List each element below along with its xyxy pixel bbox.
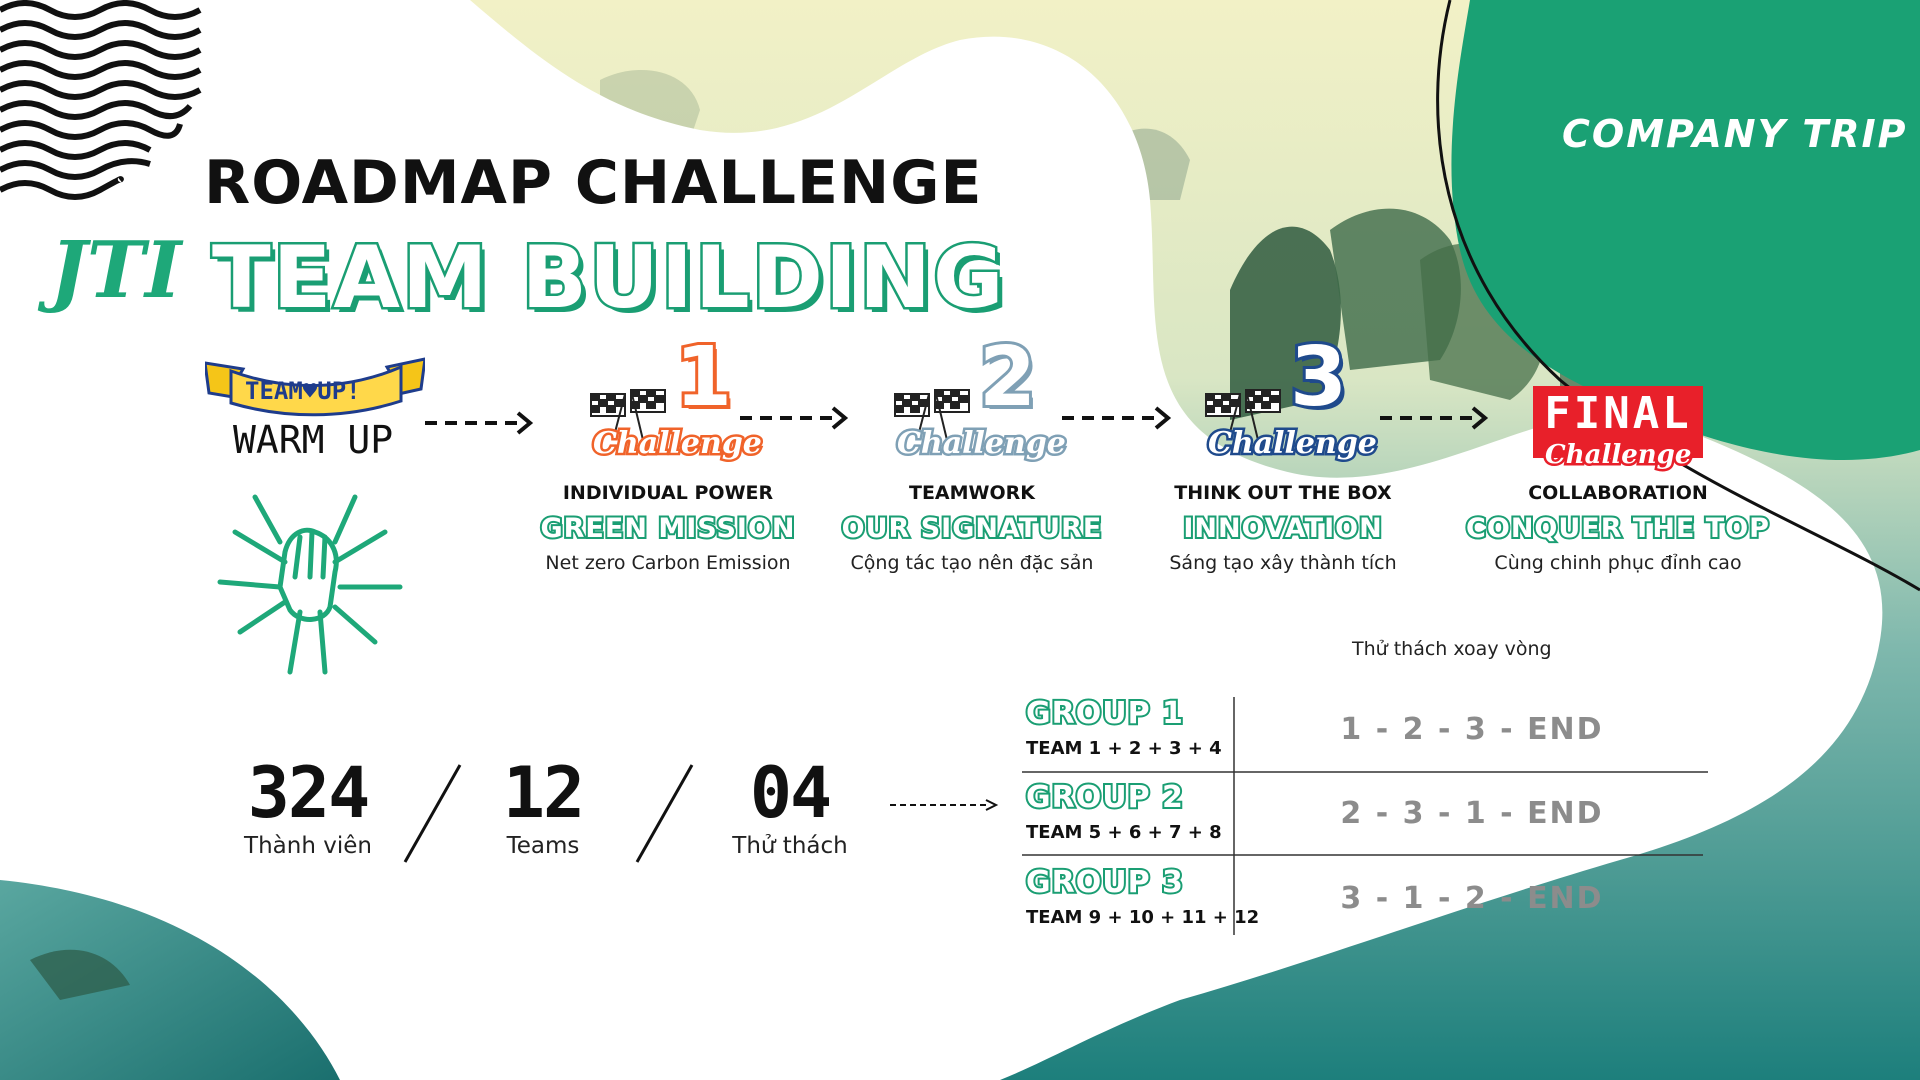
stage-description: Cộng tác tạo nên đặc sản (850, 552, 1094, 574)
rotation-row: GROUP 3 TEAM 9 + 10 + 11 + 12 3 - 1 - 2 - … (1022, 863, 1708, 943)
checkered-flag-icon (1533, 386, 1703, 458)
stat-label: Teams (506, 833, 580, 859)
group-name: GROUP 1 (1024, 694, 1185, 733)
challenge-word: Challenge (1542, 438, 1693, 473)
stage-category: THINK OUT THE BOX (1174, 482, 1392, 504)
company-trip-badge: COMPANY TRIP (1562, 112, 1908, 156)
rotation-row: GROUP 2 TEAM 5 + 6 + 7 + 8 2 - 3 - 1 - END (1022, 778, 1708, 858)
rotation-row: GROUP 1 TEAM 1 + 2 + 3 + 4 1 - 2 - 3 - END (1022, 694, 1708, 774)
checkered-flag-icon (894, 389, 970, 441)
rotation-title: Thử thách xoay vòng (1352, 638, 1552, 660)
stage-name: INNOVATION (1181, 511, 1383, 546)
group-teams: TEAM 9 + 10 + 11 + 12 (1026, 907, 1260, 928)
stage-category: COLLABORATION (1528, 482, 1708, 504)
stat-label: Thành viên (244, 833, 372, 859)
challenge-number: 1 (672, 327, 735, 428)
stat-label: Thử thách (732, 833, 848, 859)
group-teams: TEAM 1 + 2 + 3 + 4 (1026, 738, 1222, 759)
challenge-word: Challenge (895, 424, 1069, 464)
challenge-number: 3 (1287, 327, 1350, 428)
jti-logo: JTI (50, 225, 182, 316)
group-order: 2 - 3 - 1 - END (1340, 796, 1604, 831)
challenge-number: 2 (976, 327, 1039, 428)
team-hands-icon (217, 494, 403, 675)
stage-description: Sáng tạo xây thành tích (1169, 552, 1397, 574)
group-teams: TEAM 5 + 6 + 7 + 8 (1026, 822, 1222, 843)
stage-name: GREEN MISSION (538, 511, 796, 546)
challenge-word: Challenge (591, 424, 765, 464)
page-subtitle: TEAM BUILDING (210, 226, 1007, 331)
checkered-flag-icon (1205, 389, 1281, 441)
stage-description: Cùng chinh phục đỉnh cao (1494, 552, 1742, 574)
checkered-flag-icon (590, 389, 666, 441)
stage-description: Net zero Carbon Emission (545, 552, 791, 574)
team-up-text: TEAM♥UP! (245, 377, 361, 405)
challenge-word: Challenge (1206, 424, 1380, 464)
group-name: GROUP 2 (1024, 778, 1185, 817)
stage-name: CONQUER THE TOP (1464, 511, 1771, 546)
warm-up-label: WARM UP (233, 418, 394, 462)
stage-category: INDIVIDUAL POWER (562, 482, 774, 504)
final-word: FINAL (1544, 388, 1692, 439)
stat-value: 04 (749, 752, 832, 834)
team-up-banner: TEAM♥UP! (205, 355, 425, 421)
stage-name: OUR SIGNATURE (840, 511, 1104, 546)
group-order: 3 - 1 - 2 - END (1340, 881, 1604, 916)
stage-category: TEAMWORK (908, 482, 1035, 504)
page-title: ROADMAP CHALLENGE (204, 148, 983, 218)
banner-ribbon-icon (205, 357, 425, 417)
group-order: 1 - 2 - 3 - END (1340, 712, 1604, 747)
group-name: GROUP 3 (1024, 863, 1185, 902)
stat-value: 12 (502, 752, 585, 834)
stat-value: 324 (247, 752, 370, 834)
